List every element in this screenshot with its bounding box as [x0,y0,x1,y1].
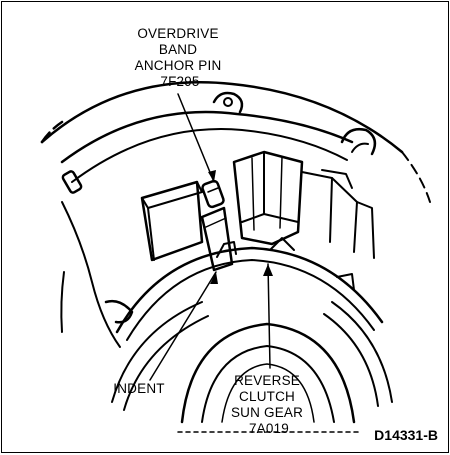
sun-gear-ring-inner [126,259,375,341]
sun-gear-ring-outer [115,246,384,334]
figure-code: D14331-B [374,427,438,443]
callout-indent: INDENT [113,381,164,396]
band-block-right [232,150,304,246]
band-strut [200,206,234,272]
case-outer-arc [40,81,404,154]
clutch-housing-right [331,301,393,403]
boss-left [212,91,244,114]
arrow-indent [210,272,218,284]
central-hub-outer [180,322,356,424]
band-block-left [140,180,204,262]
leader-indent [149,271,217,381]
callout-anchor-pin: OVERDRIVE BAND ANCHOR PIN 7F295 [135,26,226,89]
case-left-bottom [60,271,65,333]
case-left-side [61,201,121,348]
housing-top-rim [60,110,354,164]
boss-right [340,128,377,156]
arrow-sun-gear [263,264,273,276]
clutch-housing-left [111,301,203,403]
boss-left-hole [223,97,233,107]
anchor-pin [201,179,225,209]
central-hub-inner [201,345,335,423]
case-left-arc [40,120,64,144]
housing-inner-rim [71,128,348,183]
case-left-lug [104,299,134,324]
callout-sun-gear: REVERSE CLUTCH SUN GEAR 7A019 [231,373,307,436]
boss-right-inner [351,142,369,153]
case-slot [61,170,83,194]
case-outer-arc-dashed [401,151,431,203]
leader-anchor-pin [177,93,215,183]
arrow-anchor-pin [208,170,216,182]
leader-sun-gear [267,263,271,369]
case-right-rib [301,171,358,253]
